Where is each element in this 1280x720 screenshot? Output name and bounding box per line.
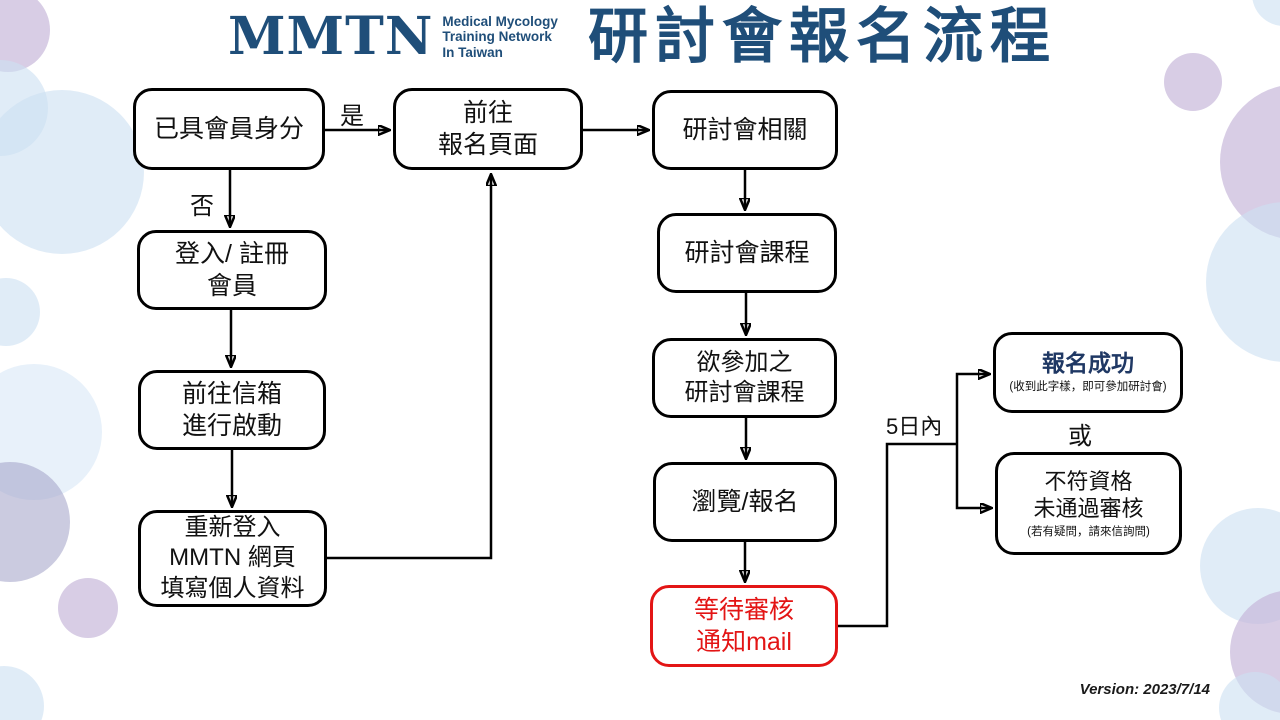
edge-label-within-5-days: 5日內 [886,414,943,439]
node-text: 不符資格 未通過審核 [1033,468,1144,522]
node-login-or-register: 登入/ 註冊 會員 [137,230,327,310]
node-text: 前往 報名頁面 [437,99,538,159]
node-text: 登入/ 註冊 會員 [175,240,289,300]
version-label: Version: 2023/7/14 [1079,681,1210,698]
node-seminar-related: 研討會相關 [652,90,838,170]
node-subtext: (若有疑問，請來信詢問) [1027,525,1150,538]
decor-circle [0,278,40,346]
mmtn-logo: MMTN Medical Mycology Training Network I… [228,8,558,66]
node-relogin-fill-profile: 重新登入 MMTN 網頁 填寫個人資料 [138,510,327,607]
node-activate-via-mailbox: 前往信箱 進行啟動 [138,370,326,450]
logo-subtitle-line: In Taiwan [442,44,503,60]
node-seminar-courses: 研討會課程 [657,213,837,293]
node-text: 研討會課程 [684,239,810,267]
decor-circle [1164,53,1222,111]
logo-subtitle-line: Training Network [442,29,552,45]
edge-label-no: 否 [190,193,214,220]
node-text: 已具會員身分 [153,115,304,143]
logo-subtitle-line: Medical Mycology [442,13,558,29]
decor-circle [1219,672,1280,720]
decor-circle [58,578,118,638]
node-text: 前往信箱 進行啟動 [181,380,282,440]
decor-circle [0,90,144,254]
node-not-qualified: 不符資格 未通過審核 (若有疑問，請來信詢問) [995,452,1182,555]
node-text: 研討會相關 [682,116,808,144]
node-text: 瀏覽/報名 [691,488,799,516]
decor-circle [1252,0,1280,26]
node-go-registration-page: 前往 報名頁面 [393,88,583,170]
node-subtext: (收到此字樣，即可參加研討會) [1009,380,1167,393]
page-title: 研討會報名流程 [588,3,1057,70]
node-text: 重新登入 MMTN 網頁 填寫個人資料 [160,514,305,602]
mmtn-logo-acronym: MMTN [228,6,434,67]
node-registration-success: 報名成功 (收到此字樣，即可參加研討會) [993,332,1183,413]
decor-circle [0,666,44,720]
edge-label-or: 或 [1068,423,1092,450]
node-browse-register: 瀏覽/報名 [653,462,837,542]
node-text: 欲參加之 研討會課程 [684,348,805,406]
node-text: 報名成功 [1042,350,1134,377]
edge-label-yes: 是 [340,103,364,130]
node-wait-review-mail: 等待審核 通知mail [650,585,838,667]
node-course-to-attend: 欲參加之 研討會課程 [652,338,837,418]
decor-circle [1206,202,1280,362]
node-has-membership: 已具會員身分 [133,88,325,170]
mmtn-logo-subtitle: Medical Mycology Training Network In Tai… [442,14,558,61]
node-text: 等待審核 通知mail [693,596,794,656]
